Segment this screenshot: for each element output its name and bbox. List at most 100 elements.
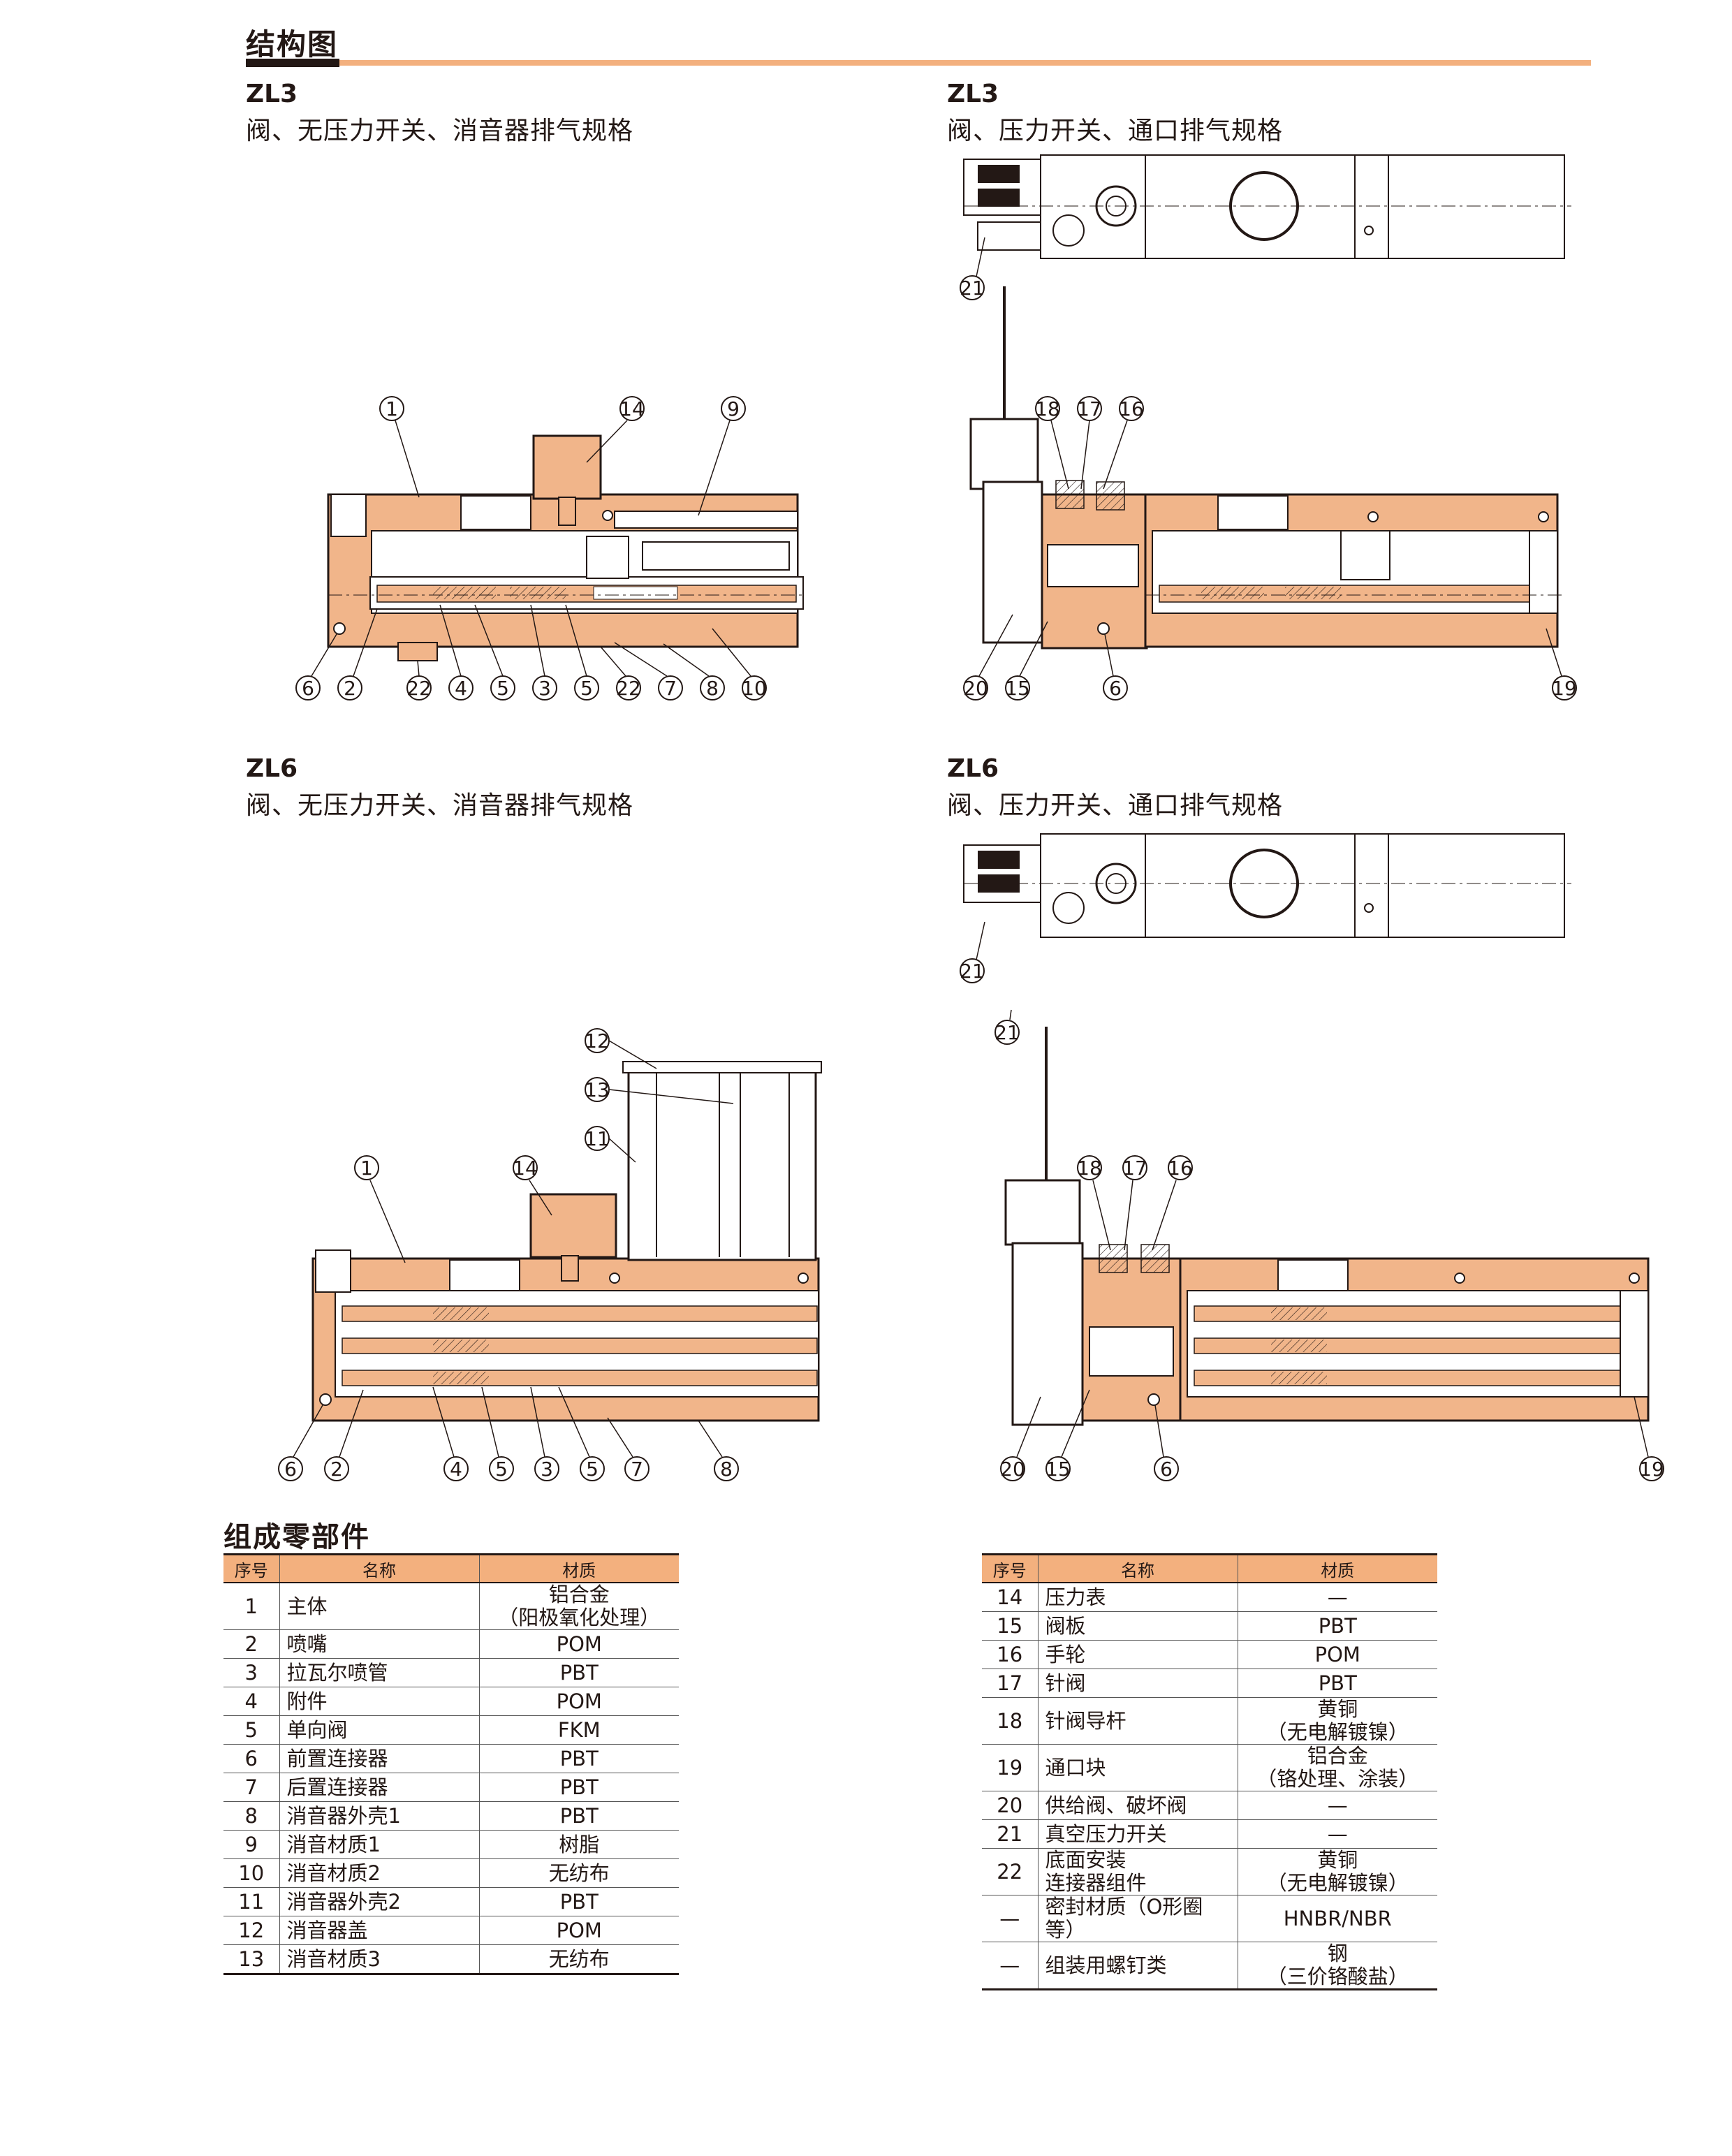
callout-5: 5 [481, 1386, 514, 1481]
callout-8: 8 [663, 643, 725, 701]
svg-text:5: 5 [495, 1458, 508, 1481]
callout-18: 18 [1077, 1155, 1111, 1251]
callout-21: 21 [960, 921, 985, 983]
svg-text:22: 22 [406, 677, 432, 700]
header-no: 序号 [982, 1553, 1039, 1583]
svg-text:5: 5 [497, 677, 509, 700]
section-title: 结构图 [246, 27, 339, 61]
diagram-1-model: ZL3 [246, 80, 298, 108]
svg-text:6: 6 [284, 1458, 297, 1481]
svg-text:12: 12 [585, 1029, 610, 1053]
svg-text:14: 14 [513, 1157, 538, 1180]
svg-text:21: 21 [960, 960, 985, 983]
callout-5b: 5 [558, 1386, 605, 1481]
callout-6: 6 [295, 633, 337, 701]
svg-text:6: 6 [1160, 1458, 1173, 1481]
callout-19: 19 [1634, 1396, 1664, 1481]
svg-text:7: 7 [664, 677, 677, 700]
callout-17: 17 [1077, 396, 1102, 490]
callout-2: 2 [337, 608, 378, 701]
svg-text:6: 6 [302, 677, 314, 700]
callout-12: 12 [585, 1028, 657, 1069]
diagram-1-callouts: 1 14 9 6 2 22 4 5 3 5 22 7 8 10 [295, 396, 767, 701]
diagram-4-model: ZL6 [947, 754, 999, 783]
diagram-1-drawing: 1 14 9 6 2 22 4 5 3 5 22 7 8 10 [295, 396, 804, 701]
svg-text:19: 19 [1552, 677, 1577, 700]
callout-5: 5 [474, 604, 515, 701]
callout-17: 17 [1122, 1155, 1147, 1251]
callout-18: 18 [1035, 396, 1069, 490]
svg-text:17: 17 [1122, 1157, 1147, 1180]
callout-10: 10 [712, 628, 767, 701]
svg-text:5: 5 [586, 1458, 599, 1481]
callout-1: 1 [354, 1155, 406, 1263]
structure-drawings: 1 14 9 6 2 22 4 5 3 5 22 7 8 10 [278, 154, 1664, 1481]
diagram-2-subtitle: 阀、压力开关、通口排气规格 [947, 117, 1284, 145]
table-row: 1 主体 铝合金（阳极氧化处理） [223, 1583, 679, 1630]
svg-text:1: 1 [360, 1157, 373, 1180]
callout-6: 6 [1103, 633, 1128, 701]
svg-text:3: 3 [541, 1458, 553, 1481]
svg-text:7: 7 [631, 1458, 643, 1481]
callout-9: 9 [698, 396, 746, 516]
callout-21b: 21 [995, 1009, 1020, 1045]
svg-text:4: 4 [455, 677, 467, 700]
svg-text:17: 17 [1077, 397, 1102, 420]
header-material: 材质 [479, 1553, 679, 1583]
svg-text:19: 19 [1639, 1458, 1664, 1481]
parts-title: 组成零部件 [223, 1521, 370, 1553]
table-row: —组装用螺钉类钢（三价铬酸盐） [982, 1942, 1437, 1990]
svg-text:5: 5 [580, 677, 593, 700]
svg-text:15: 15 [1005, 677, 1030, 700]
part-name: 主体 [279, 1583, 480, 1630]
svg-text:6: 6 [1109, 677, 1122, 700]
svg-text:14: 14 [619, 397, 645, 420]
header-name: 名称 [1038, 1553, 1238, 1583]
table-header-row: 序号 名称 材质 [982, 1553, 1437, 1583]
callout-label: 1 [386, 397, 398, 420]
callout-16: 16 [1152, 1155, 1193, 1251]
svg-text:18: 18 [1035, 397, 1060, 420]
callout-6: 6 [278, 1405, 323, 1481]
callout-22b: 22 [600, 646, 641, 701]
callout-3: 3 [530, 604, 557, 701]
diagram-4-callouts: 21 21 18 17 16 20 15 6 19 [960, 921, 1664, 1481]
callout-13: 13 [585, 1077, 734, 1104]
svg-text:11: 11 [585, 1127, 610, 1150]
svg-text:13: 13 [585, 1078, 610, 1101]
callout-8: 8 [698, 1420, 739, 1481]
callout-15: 15 [1005, 621, 1048, 701]
diagram-2-callouts: 21 18 17 16 20 15 6 19 [960, 237, 1577, 701]
callout-20: 20 [1000, 1396, 1041, 1481]
diagram-3-callouts: 12 13 11 1 14 6 2 4 5 3 5 7 8 [278, 1028, 739, 1481]
callout-4: 4 [439, 604, 474, 701]
svg-text:20: 20 [1000, 1458, 1025, 1481]
table-header-row: 序号 名称 材质 [223, 1553, 679, 1583]
callout-1: 1 [379, 396, 420, 498]
callout-11: 11 [585, 1126, 636, 1163]
svg-text:16: 16 [1168, 1157, 1193, 1180]
svg-text:8: 8 [720, 1458, 733, 1481]
svg-text:16: 16 [1119, 397, 1144, 420]
callout-14: 14 [586, 396, 645, 463]
header-no: 序号 [223, 1553, 280, 1583]
svg-text:2: 2 [330, 1458, 343, 1481]
table-row: —密封材质（O形圈等）HNBR/NBR [982, 1895, 1437, 1942]
callout-16: 16 [1103, 396, 1144, 490]
svg-text:2: 2 [344, 677, 356, 700]
callout-21: 21 [960, 237, 985, 300]
